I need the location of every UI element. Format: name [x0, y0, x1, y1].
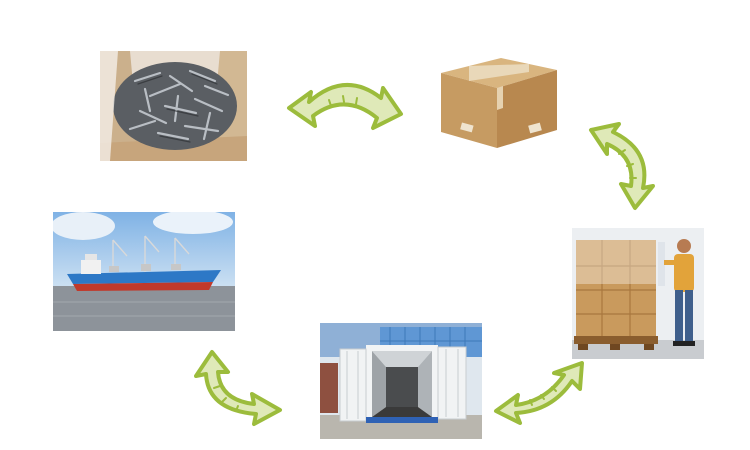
cargo-ship-photo — [53, 212, 235, 331]
palletizing-worker-photo — [572, 228, 704, 359]
shipping-container-photo — [320, 323, 482, 439]
curved-double-arrow-icon — [192, 348, 284, 426]
curved-double-arrow-icon — [492, 355, 587, 430]
curved-double-arrow-icon — [285, 70, 405, 145]
curved-double-arrow-icon — [585, 120, 660, 212]
carton-box-photo — [433, 48, 563, 151]
bulk-screws-photo — [100, 51, 247, 161]
